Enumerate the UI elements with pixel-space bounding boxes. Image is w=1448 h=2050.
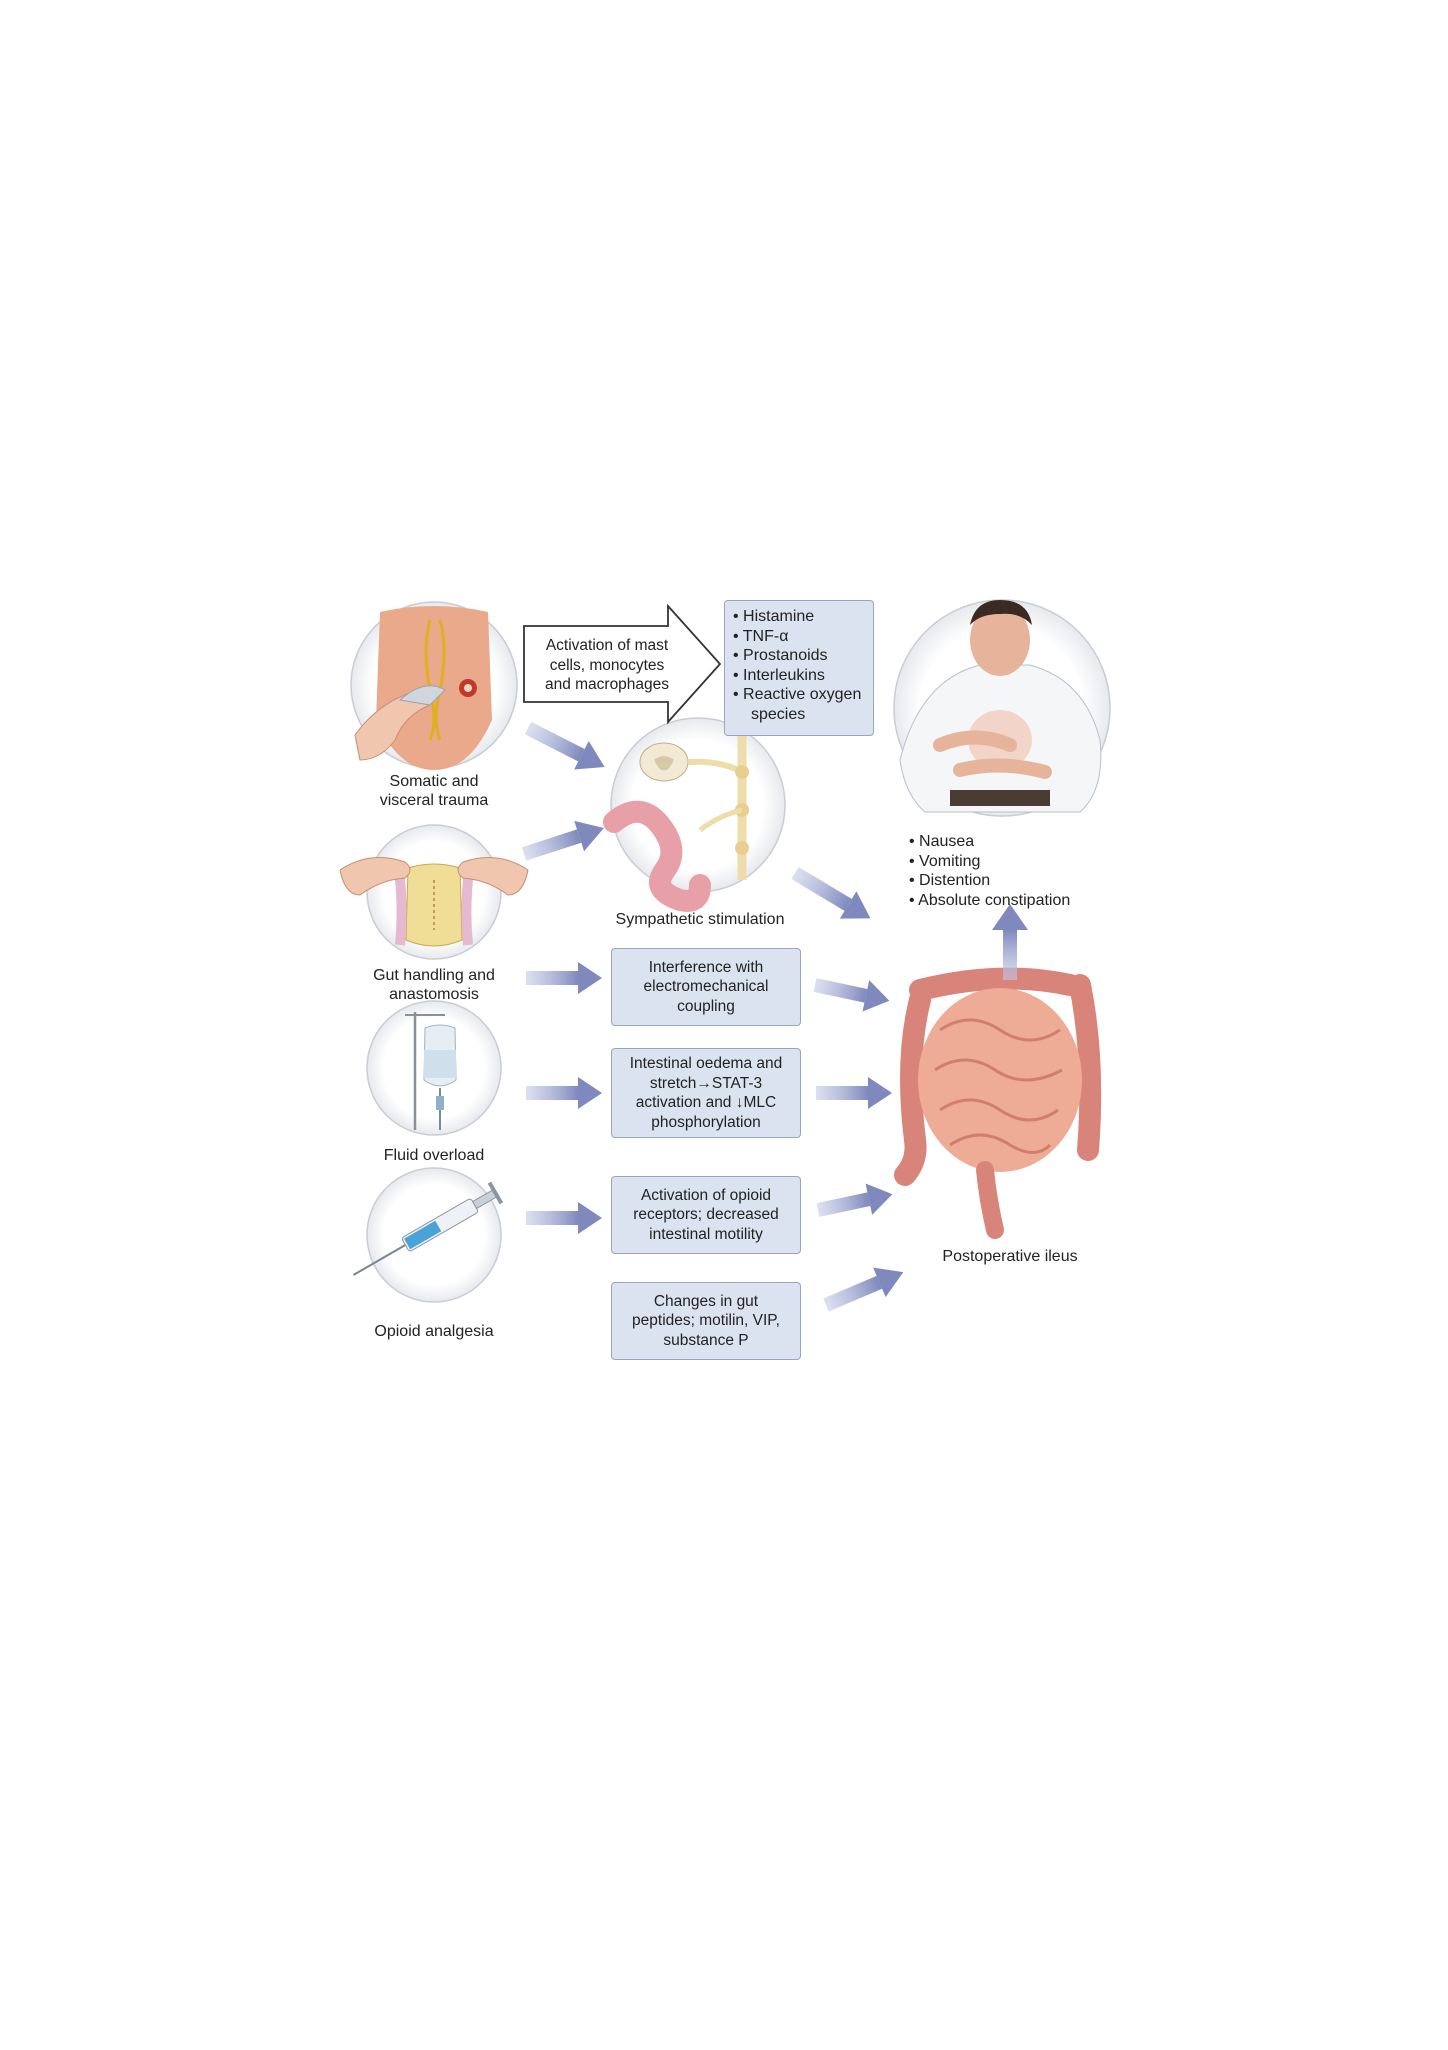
mechanism-line: stretch→STAT-3	[649, 1074, 763, 1092]
mechanism-line: peptides; motilin, VIP,	[632, 1312, 780, 1330]
sympathetic-label: Sympathetic stimulation	[615, 911, 785, 928]
mechanism-line: Interference with	[648, 958, 764, 976]
symptom-item: Absolute constipation	[909, 891, 1109, 911]
opioid-analgesia-label: Opioid analgesia	[374, 1323, 494, 1340]
activation-line: Activation of mast	[545, 637, 669, 654]
gut-label-line: anastomosis	[389, 986, 479, 1003]
intestine-illustration	[894, 967, 1102, 1239]
trauma-label: Somatic and visceral trauma	[354, 772, 514, 810]
flow-arrows	[521, 721, 1028, 1312]
mechanism-line: substance P	[663, 1331, 749, 1349]
activation-text: Activation of mast cells, monocytes and …	[532, 636, 682, 695]
mechanism-box-peptides: Changes in gut peptides; motilin, VIP, s…	[611, 1282, 801, 1360]
activation-arrow	[523, 603, 722, 725]
gut-label-line: Gut handling and	[373, 967, 495, 984]
mechanism-line: Activation of opioid	[640, 1186, 772, 1204]
mediators-box: Histamine TNF-α Prostanoids Interleukins…	[724, 600, 874, 736]
mediators-list: Histamine TNF-α Prostanoids Interleukins…	[733, 607, 865, 724]
mechanism-box-electromechanical: Interference with electromechanical coup…	[611, 948, 801, 1026]
symptom-item: Nausea	[909, 832, 1109, 852]
mechanism-line: coupling	[677, 997, 735, 1015]
symptom-item: Distention	[909, 871, 1109, 891]
mediator-item: Reactive oxygen	[733, 685, 865, 705]
mechanism-line: phosphorylation	[651, 1113, 761, 1131]
mechanism-line: electromechanical	[643, 978, 769, 996]
trauma-label-line: visceral trauma	[379, 792, 489, 809]
mechanism-line: receptors; decreased	[633, 1206, 779, 1224]
mechanism-line: activation and ↓MLC	[635, 1094, 777, 1111]
mechanism-line: Changes in gut	[653, 1292, 759, 1310]
patient-illustration	[893, 599, 1111, 817]
trauma-label-line: Somatic and	[389, 773, 479, 790]
symptom-item: Vomiting	[909, 852, 1109, 872]
mediator-item-continued: species	[751, 705, 806, 723]
mediator-item: Interleukins	[733, 666, 865, 686]
mechanism-box-opioid: Activation of opioid receptors; decrease…	[611, 1176, 801, 1254]
sympathetic-illustration	[603, 717, 786, 912]
activation-line: cells, monocytes	[549, 656, 665, 674]
postoperative-ileus-label: Postoperative ileus	[942, 1248, 1078, 1265]
mediator-item: Histamine	[733, 607, 865, 627]
fluid-overload-label: Fluid overload	[383, 1147, 485, 1164]
mediator-item: Prostanoids	[733, 646, 865, 666]
activation-line: and macrophages	[544, 676, 670, 693]
symptoms-list: Nausea Vomiting Distention Absolute cons…	[909, 832, 1109, 910]
syringe-illustration	[352, 1167, 504, 1303]
mechanism-line: Intestinal oedema and	[629, 1055, 783, 1072]
gut-handling-label: Gut handling and anastomosis	[354, 966, 514, 1004]
trauma-illustration	[350, 601, 518, 770]
mediator-item: TNF-α	[733, 627, 865, 647]
mechanism-box-oedema: Intestinal oedema and stretch→STAT-3 act…	[611, 1048, 801, 1138]
fluid-illustration	[366, 1000, 502, 1136]
gut-handling-illustration	[339, 824, 529, 960]
mechanism-line: intestinal motility	[649, 1225, 763, 1243]
